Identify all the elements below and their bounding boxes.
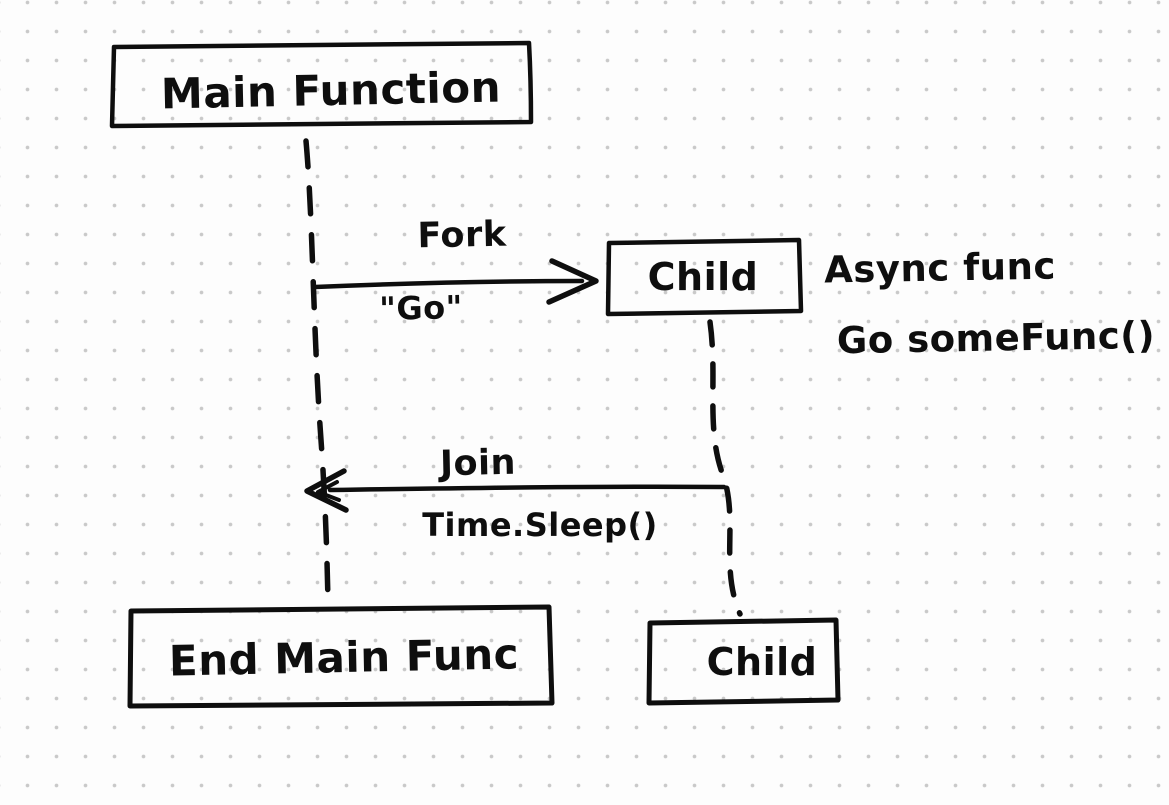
fork-edge-label: Fork [417,214,507,257]
async-note-line1: Async func [823,244,1057,292]
join-arrow-shaft [327,484,727,493]
fork-arrow-head [546,258,599,305]
main-function-box [109,40,534,129]
main-lifeline [303,138,331,604]
async-note-line2: Go someFunc() [836,313,1156,363]
end-main-func-box [127,604,555,709]
join-arrow-head [304,468,349,513]
child-end-label: Child [706,640,818,684]
child-start-box [605,237,804,317]
end-main-func-label: End Main Func [168,629,520,686]
join-arrow-head-inner [316,480,341,502]
fork-arrow-shaft [312,278,585,290]
main-function-label: Main Function [160,62,502,119]
fork-edge-sublabel: "Go" [378,288,464,328]
child-start-label: Child [647,255,759,299]
join-edge-label: Join [439,442,517,485]
child-lifeline [707,319,743,617]
join-edge-sublabel: Time.Sleep() [422,506,658,544]
child-end-box [646,617,841,706]
